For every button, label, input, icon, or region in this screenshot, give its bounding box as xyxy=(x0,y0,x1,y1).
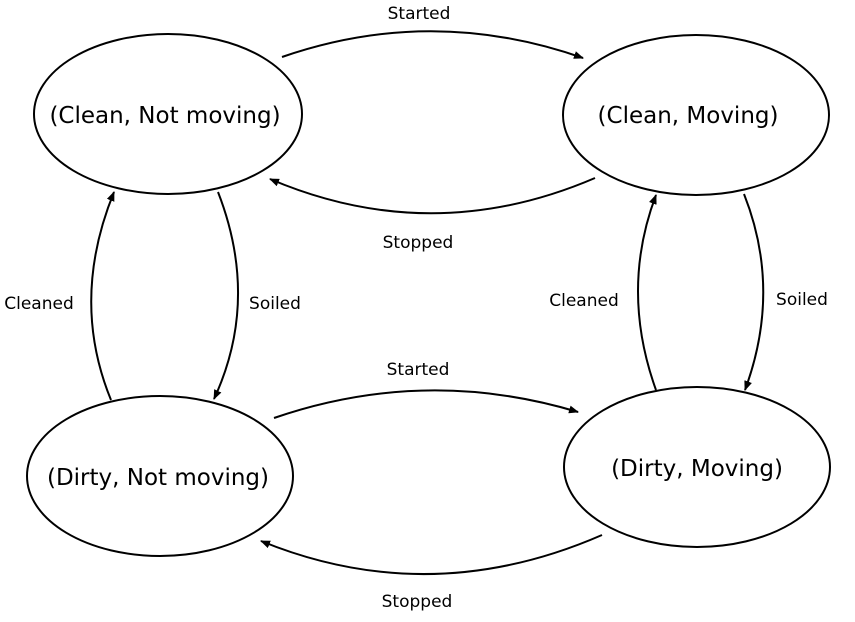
edge-top-started xyxy=(281,30,584,59)
edge-label-left-soiled: Soiled xyxy=(249,294,301,314)
edge-label-bottom-stopped: Stopped xyxy=(382,592,453,612)
state-label-clean-moving: (Clean, Moving) xyxy=(598,103,779,129)
edge-right-cleaned xyxy=(637,194,657,391)
state-label-clean-not-moving: (Clean, Not moving) xyxy=(49,103,280,129)
state-label-dirty-moving: (Dirty, Moving) xyxy=(611,456,783,482)
state-clean-not-moving: (Clean, Not moving) xyxy=(33,33,303,195)
state-dirty-moving: (Dirty, Moving) xyxy=(563,386,831,548)
edge-label-left-cleaned: Cleaned xyxy=(4,294,74,314)
state-label-dirty-not-moving: (Dirty, Not moving) xyxy=(47,465,269,491)
edge-left-cleaned xyxy=(90,191,115,401)
edge-label-bottom-started: Started xyxy=(387,360,450,380)
edge-label-top-stopped: Stopped xyxy=(383,233,454,253)
edge-bottom-stopped xyxy=(260,534,603,576)
edge-top-stopped xyxy=(269,177,596,215)
edge-right-soiled xyxy=(743,193,765,391)
edge-left-soiled xyxy=(213,191,240,400)
edge-label-right-cleaned: Cleaned xyxy=(549,291,619,311)
edge-label-right-soiled: Soiled xyxy=(776,290,828,310)
state-clean-moving: (Clean, Moving) xyxy=(562,34,830,196)
edge-bottom-started xyxy=(273,389,579,419)
edge-label-top-started: Started xyxy=(388,4,451,24)
state-dirty-not-moving: (Dirty, Not moving) xyxy=(26,395,294,557)
